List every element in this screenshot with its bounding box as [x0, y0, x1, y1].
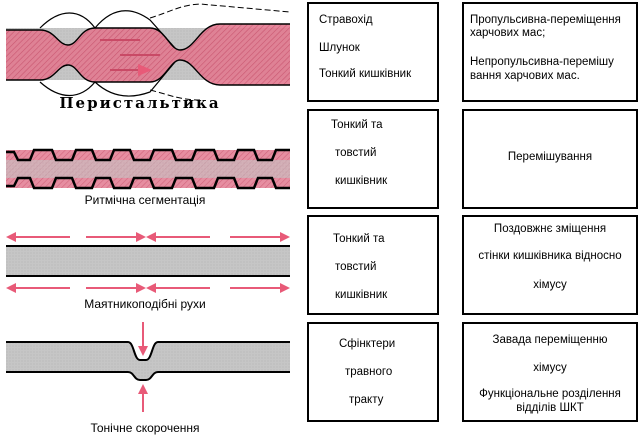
organs-box-peristalsis: Стравохід Шлунок Тонкий кишківник [307, 2, 439, 102]
caption-tonic-contraction: Тонічне скорочення [90, 421, 200, 435]
organ-label: Тонкий та [333, 233, 385, 245]
function-box-tonic: Завада переміщенню хімусу Функціональне … [462, 322, 638, 422]
organ-label: товстий [335, 147, 377, 159]
peristalsis-diagram [6, 3, 291, 101]
function-text: Завада переміщенню [492, 334, 608, 346]
function-text: Функціональне розділення [479, 388, 621, 400]
function-text: Перемішування [507, 151, 593, 163]
function-text: харчових мас; [470, 27, 546, 39]
organ-label: Сфінктери [339, 338, 396, 350]
function-text: вання харчових мас. [470, 70, 580, 82]
function-box-peristalsis: Пропульсивна-переміщення харчових мас; Н… [462, 2, 638, 102]
organ-label: кишківник [335, 289, 388, 301]
organ-label: Тонкий кишківник [319, 68, 412, 80]
function-text: хімусу [533, 362, 567, 374]
organ-label: травного [345, 366, 393, 378]
function-text: відділів ШКТ [516, 402, 584, 414]
organ-label: Шлунок [319, 42, 360, 54]
caption-pendulum-movements: Маятникоподібні рухи [84, 297, 206, 311]
function-text: Непропульсивна-перемішу [470, 56, 614, 68]
rhythmic-segmentation-diagram [6, 148, 290, 190]
organ-label: товстий [335, 261, 377, 273]
organ-label: Тонкий та [331, 119, 383, 131]
function-text: стінки кишківника відносно [478, 250, 622, 262]
function-text: Поздовжнє зміщення [493, 223, 607, 235]
organs-box-pendulum: Тонкий та товстий кишківник [307, 215, 439, 315]
caption-peristalsis: Перистальтика [59, 94, 220, 112]
function-box-pendulum: Поздовжнє зміщення стінки кишківника від… [462, 215, 638, 315]
function-box-rhythmic: Перемішування [462, 109, 638, 209]
function-text: Пропульсивна-переміщення [470, 14, 621, 26]
pendulum-movements-diagram [6, 232, 290, 293]
organ-label: Стравохід [319, 14, 373, 26]
organ-label: кишківник [335, 175, 388, 187]
organs-box-rhythmic: Тонкий та товстий кишківник [307, 109, 439, 209]
function-text: хімусу [533, 279, 567, 291]
caption-rhythmic-segmentation: Ритмічна сегментація [84, 193, 206, 207]
organ-label: тракту [349, 394, 384, 406]
organs-box-tonic: Сфінктери травного тракту [307, 322, 439, 422]
motility-illustrations: Перистальтика [6, 3, 291, 412]
tonic-contraction-diagram [6, 322, 290, 412]
